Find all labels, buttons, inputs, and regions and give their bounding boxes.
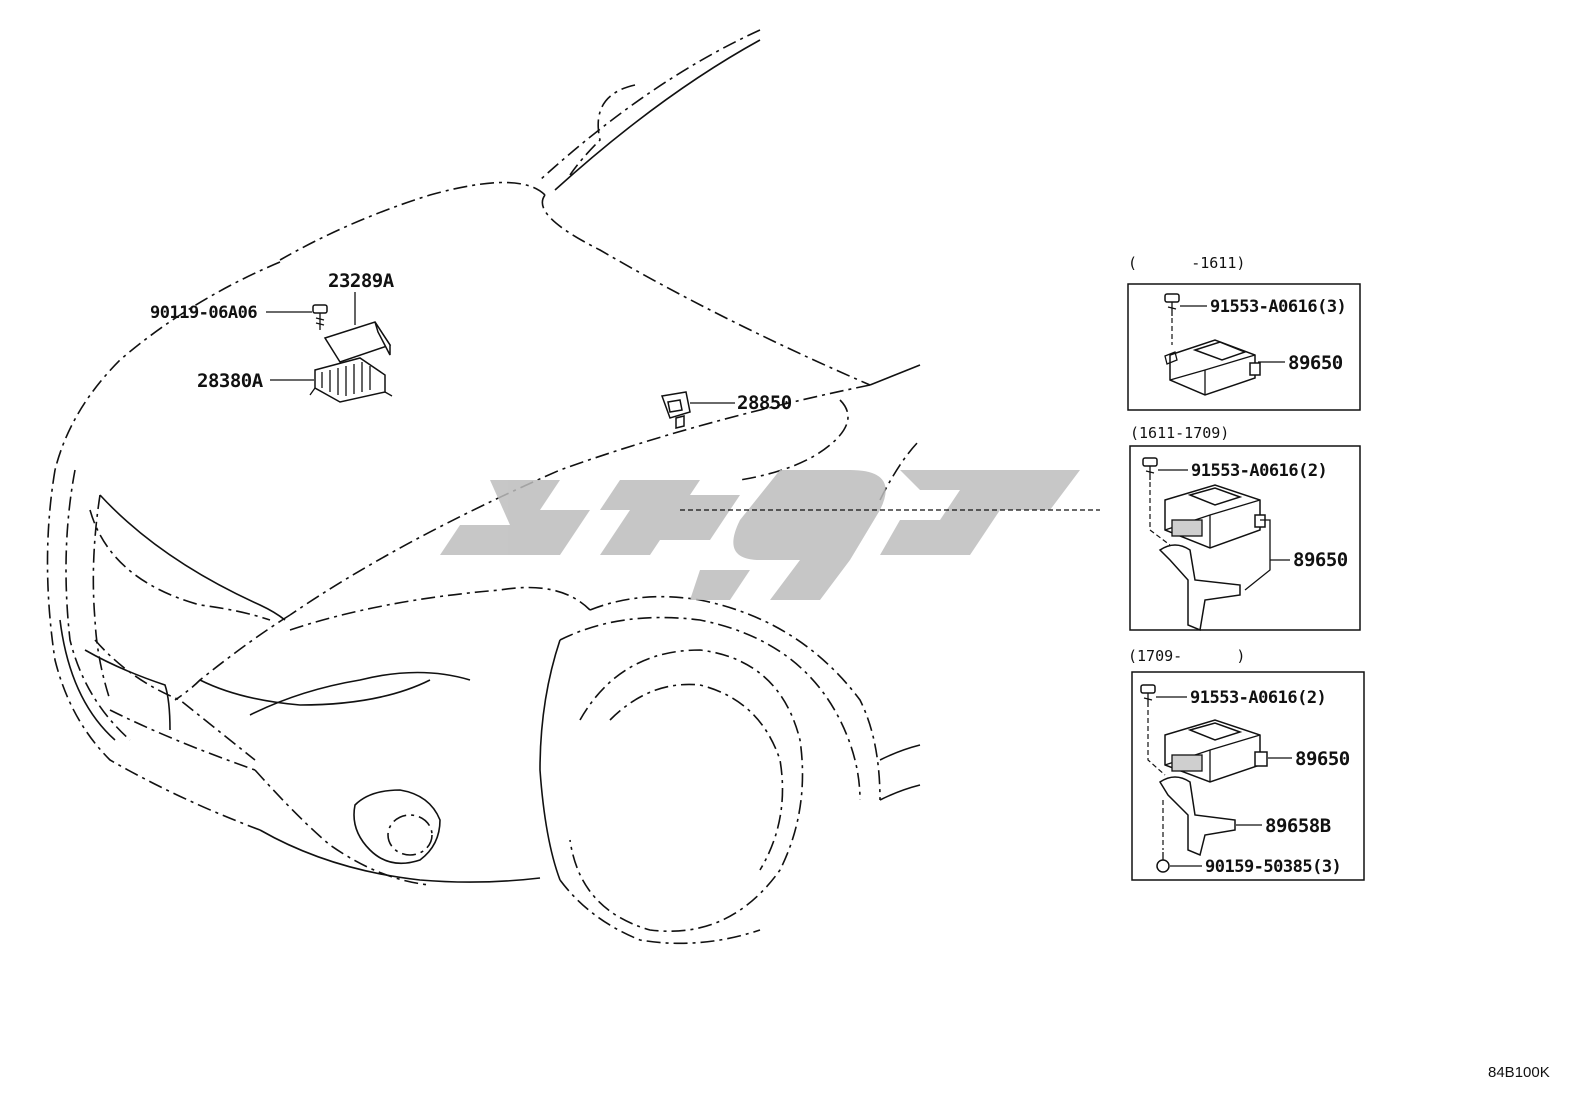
panel-3-bracket (1158, 776, 1236, 857)
panel-1-bolt-icon (1164, 293, 1180, 316)
watermark-shape-4 (880, 470, 1080, 555)
panel-3-bolt-label: 91553-A0616(2) (1190, 688, 1326, 708)
panel-2-module-label: 89650 (1293, 549, 1348, 571)
panel-2-bolt-label: 91553-A0616(2) (1191, 461, 1327, 481)
panel-3-bolt-icon (1140, 684, 1156, 707)
bolt-icon (312, 304, 328, 330)
panel-3-module-label: 89650 (1295, 748, 1350, 770)
connector-label: 28850 (737, 392, 792, 414)
panel-2-bracket (1158, 544, 1241, 632)
panel-3-module (1164, 719, 1268, 783)
panel-3-bracket-label: 89658B (1265, 815, 1331, 837)
connector-part (660, 391, 691, 429)
panel-2-bolt-icon (1142, 457, 1158, 480)
panel-1-frame (1127, 283, 1361, 411)
resistor-part (309, 357, 393, 403)
bolt-label: 90119-06A06 (150, 303, 257, 323)
panel-1-range: ( -1611) (1128, 254, 1245, 272)
resistor-label: 28380A (197, 370, 264, 392)
panel-1-module-label: 89650 (1288, 352, 1343, 374)
panel-3-frame (1131, 671, 1365, 881)
cover-part (323, 321, 392, 363)
panel-1-bolt-label: 91553-A0616(3) (1210, 297, 1346, 317)
diagram-code: 84B100K (1488, 1064, 1550, 1081)
panel-2-guide (1149, 482, 1171, 546)
watermark-shape-3 (733, 470, 886, 600)
panel-3-screw-label: 90159-50385(3) (1205, 857, 1341, 877)
panel-1-module (1164, 339, 1261, 396)
watermark-shape-2 (600, 480, 740, 555)
panel-2-module (1164, 484, 1266, 549)
panel-3-range: (1709- ) (1128, 647, 1245, 665)
watermark-shape-5 (690, 570, 750, 600)
watermark-logo (440, 470, 1080, 600)
panel-3-guide (1147, 710, 1166, 776)
watermark-shape-1 (440, 480, 590, 555)
cover-label: 23289A (328, 270, 395, 292)
panel-3-screw-icon (1156, 852, 1170, 873)
panel-2-frame (1129, 445, 1361, 631)
panel-2-range: (1611-1709) (1130, 424, 1229, 442)
car-outline (46, 29, 921, 945)
panel-2-module-leader (1244, 519, 1271, 591)
